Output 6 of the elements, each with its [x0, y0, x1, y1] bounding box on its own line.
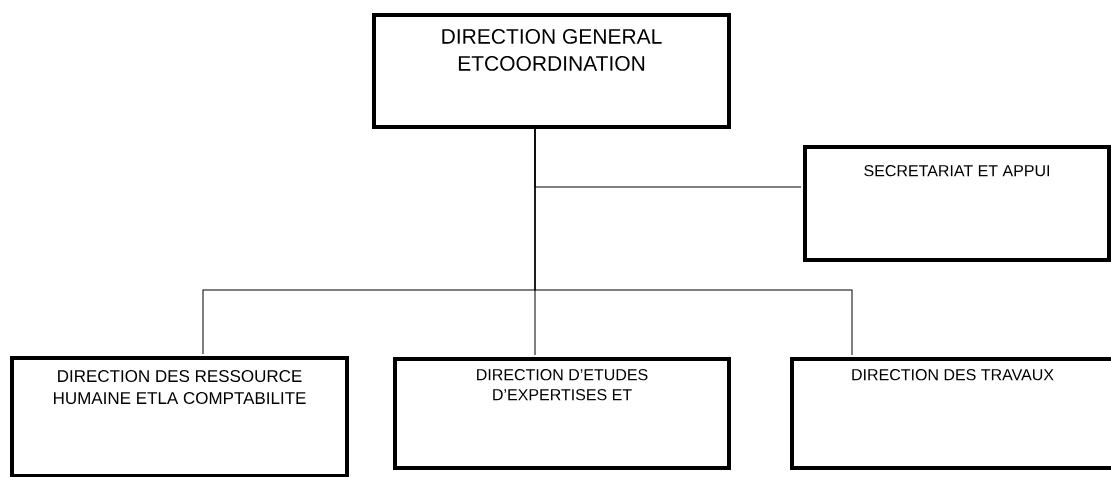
org-box: SECRETARIAT ET APPUI [803, 145, 1111, 262]
org-box: DIRECTION GENERAL ETCOORDINATION [372, 13, 731, 129]
org-box: DIRECTION DES TRAVAUX [790, 357, 1111, 470]
org-box: DIRECTION DES RESSOURCE HUMAINE ETLA COMPTABILITE [10, 356, 349, 477]
org-box: DIRECTION D’ETUDES D’EXPERTISES ET [393, 357, 731, 470]
connector-line [534, 126, 853, 356]
